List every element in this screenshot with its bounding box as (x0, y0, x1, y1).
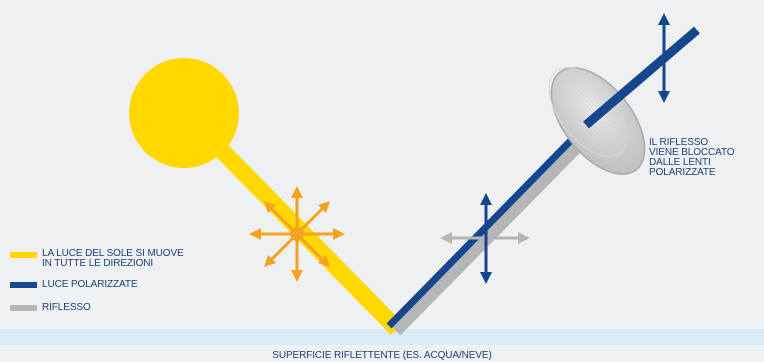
legend-swatch-sunlight (10, 252, 37, 258)
reflection-ray (395, 129, 593, 330)
lens-note-line4: POLARIZZATE (649, 168, 734, 178)
legend-label-reflection: RIFLESSO (42, 303, 91, 313)
legend-swatch-polarized (10, 282, 37, 288)
lens-note: IL RIFLESSO VIENE BLOCCATO DALLE LENTI P… (649, 138, 734, 178)
legend-label-polarized: LUCE POLARIZZATE (42, 280, 137, 290)
legend-swatch-reflection (10, 305, 37, 311)
sun-icon (129, 58, 239, 168)
surface-caption: SUPERFICIE RIFLETTENTE (ES. ACQUA/NEVE) (0, 351, 764, 361)
legend-label-sunlight-line2: IN TUTTE LE DIREZIONI (42, 259, 153, 269)
polarized-ray-exit (586, 30, 697, 125)
reflective-surface (0, 329, 764, 345)
